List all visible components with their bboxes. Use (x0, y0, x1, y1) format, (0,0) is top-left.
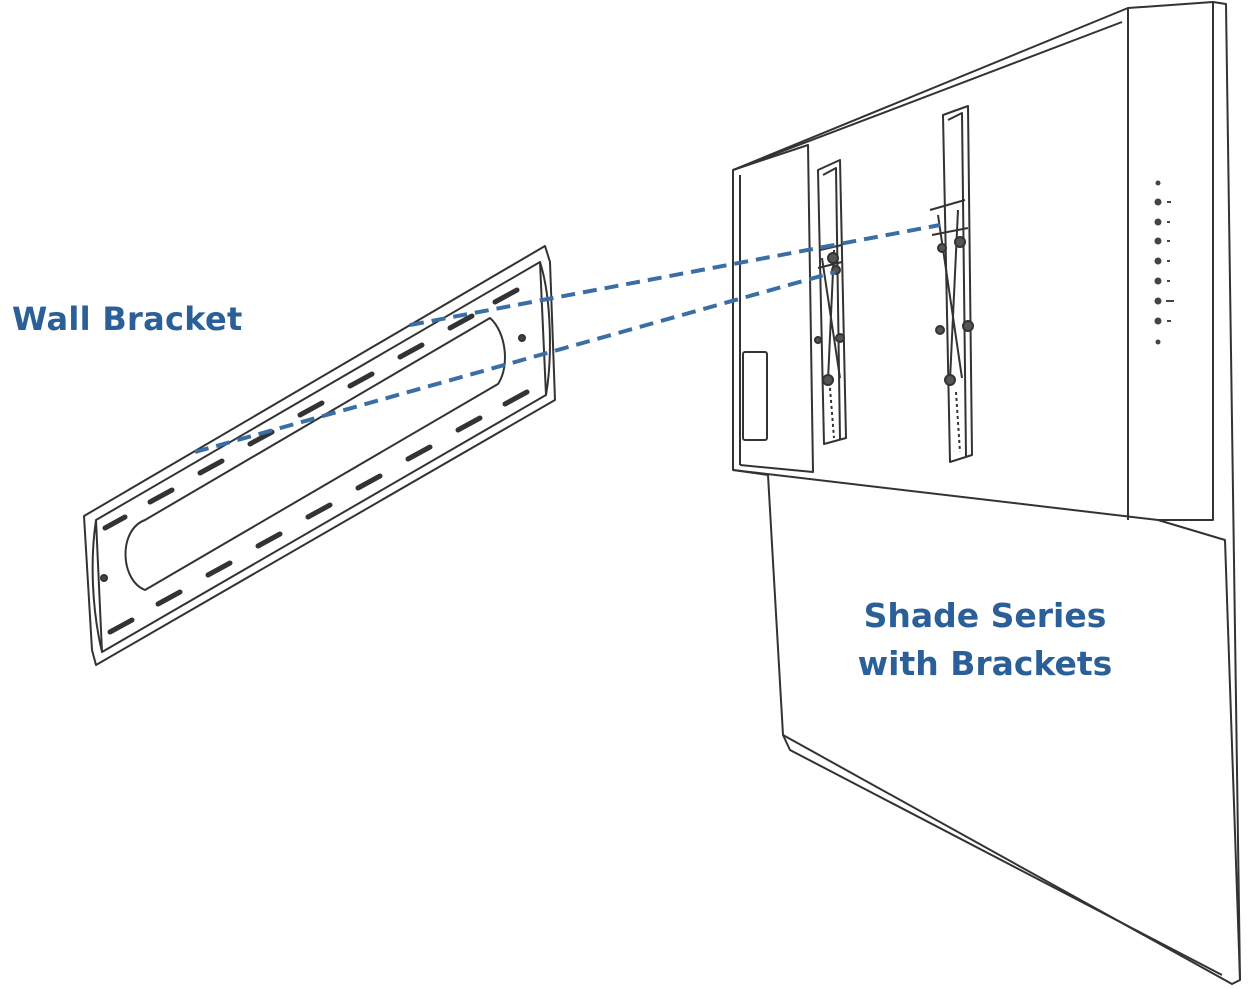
wall-bracket-flange-left (91, 519, 103, 653)
tv-label-line1: Shade Series (863, 596, 1107, 635)
alignment-line-upper (409, 223, 941, 327)
tv-side-box-window (742, 351, 768, 441)
tv-back-panel-top (732, 21, 1123, 171)
tv-bezel-edge (1212, 1, 1241, 981)
wall-bracket-plate (83, 245, 556, 666)
tv-bracket-right (929, 105, 974, 463)
tv-with-brackets (732, 1, 1241, 985)
tv-label-line2: with Brackets (857, 644, 1113, 683)
wall-bracket-flange-right (539, 261, 551, 396)
wall-bracket-slots-bottom (107, 389, 530, 635)
wall-bracket (83, 245, 556, 666)
alignment-line-lower (194, 270, 836, 454)
tv-control-buttons (1154, 180, 1174, 345)
tv-side-box (732, 144, 814, 473)
tv-lower-bevel (782, 734, 1223, 976)
wall-bracket-center-recess (124, 317, 506, 591)
wall-bracket-label: Wall Bracket (12, 300, 243, 338)
tv-bracket-left (814, 159, 847, 445)
alignment-lines (194, 223, 941, 454)
tv-label: Shade Series with Brackets (845, 592, 1125, 688)
wall-bracket-slots-top (102, 287, 520, 531)
tv-back-panel-bottom (732, 469, 1159, 521)
